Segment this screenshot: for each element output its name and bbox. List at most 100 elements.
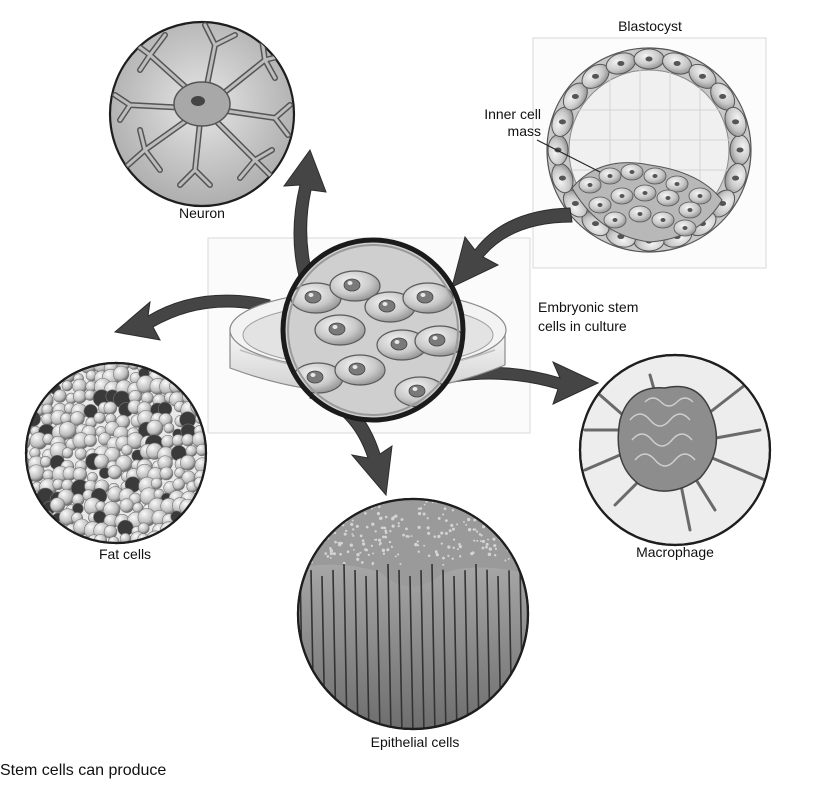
- epithelial-surface-dot: [299, 548, 303, 552]
- epithelial-surface-dot: [517, 513, 520, 516]
- fat-cell: [181, 524, 195, 538]
- epithelial-surface-dot: [337, 543, 342, 547]
- macrophage-circle: [578, 353, 772, 547]
- epithelial-surface-dot: [448, 529, 452, 533]
- fat-cell: [26, 512, 32, 526]
- epithelial-surface-dot: [414, 542, 418, 547]
- epithelial-surface-dot: [516, 511, 520, 515]
- epithelial-surface-dot: [440, 531, 444, 535]
- caption-text: Stem cells can produce: [0, 762, 167, 779]
- epithelial-surface-dot: [333, 500, 337, 504]
- fat-cell: [49, 497, 66, 513]
- epithelial-surface-dot: [453, 499, 457, 503]
- epithelial-surface-dot: [435, 551, 438, 554]
- epithelial-surface-dot: [532, 505, 535, 508]
- fat-cell: [150, 477, 163, 490]
- epithelial-surface-dot: [339, 552, 342, 556]
- arrow-to-fat-cells: [113, 294, 271, 341]
- epithelial-surface-dot: [329, 557, 332, 559]
- epithelial-surface-dot: [476, 539, 479, 542]
- epithelial-surface-dot: [360, 561, 364, 564]
- epithelial-surface-dot: [523, 513, 527, 517]
- fat-cell: [119, 498, 135, 513]
- epithelial-surface-dot: [524, 535, 528, 538]
- fat-cell: [61, 380, 73, 392]
- fat-cell: [26, 381, 31, 392]
- epithelial-surface-dot: [427, 531, 431, 535]
- trophoblast-nucleus: [719, 94, 727, 100]
- fat-cell: [61, 447, 74, 459]
- epithelial-surface-dot: [437, 534, 441, 539]
- epithelial-surface-dot: [394, 514, 398, 518]
- fat-cell: [194, 366, 206, 381]
- stem-cell-highlight: [308, 293, 314, 297]
- macrophage-label: Macrophage: [636, 544, 714, 560]
- fat-cell: [27, 507, 45, 526]
- epithelial-column: [442, 569, 447, 729]
- fat-cell: [74, 447, 87, 461]
- inner-mass-nucleus: [687, 208, 693, 212]
- epithelial-surface-dot: [307, 545, 310, 548]
- epithelial-surface-dot: [471, 504, 475, 508]
- epithelial-surface-dot: [306, 557, 310, 561]
- epithelial-surface-dot: [308, 538, 312, 543]
- epithelial-surface-dot: [321, 499, 324, 502]
- epithelial-column: [387, 563, 392, 729]
- epithelial-surface-dot: [386, 548, 390, 552]
- epithelial-surface-dot: [440, 542, 443, 545]
- fat-cell: [26, 403, 30, 416]
- epithelial-surface-dot: [465, 499, 469, 502]
- epithelial-surface-dot: [301, 523, 305, 527]
- epithelial-surface-dot: [356, 557, 360, 561]
- fat-cell: [182, 376, 199, 393]
- arrow-from-blastocyst: [451, 207, 573, 288]
- epithelial-surface-dot: [372, 552, 375, 555]
- fat-cell: [93, 411, 106, 424]
- fat-cell: [185, 363, 200, 372]
- epithelial-surface-dot: [382, 535, 385, 539]
- epithelial-surface-dot: [525, 536, 528, 540]
- epithelial-surface-dot: [467, 528, 472, 532]
- epithelial-surface-dot: [374, 530, 377, 533]
- inner-cell-mass-pointer: [536, 139, 601, 173]
- epithelial-column: [365, 575, 370, 729]
- caption-clipped: Stem cells can produce: [0, 760, 240, 780]
- stem-cell-nucleus: [348, 362, 366, 376]
- stem-cell-nucleus: [328, 322, 346, 336]
- epithelial-surface-dot: [384, 515, 388, 519]
- epithelial-column: [398, 569, 403, 729]
- epithelial-surface-dot: [397, 553, 400, 556]
- epithelial-surface-dot: [302, 530, 306, 534]
- magnified-culture-lens: [280, 237, 466, 423]
- fat-cell: [185, 367, 198, 380]
- fat-cell: [168, 363, 185, 373]
- epithelial-surface-dot: [476, 530, 479, 533]
- epithelial-surface-dot: [522, 532, 526, 535]
- epithelial-surface-dot: [322, 536, 325, 540]
- epithelial-surface-dot: [522, 548, 526, 552]
- epithelial-surface-dot: [470, 552, 474, 556]
- stem-cell-highlight: [347, 281, 353, 285]
- inner-mass-nucleus: [607, 174, 613, 178]
- fat-cell: [62, 363, 78, 371]
- trophoblast-nucleus: [558, 119, 566, 125]
- epithelial-surface-dot: [308, 504, 312, 509]
- epithelial-surface-dot: [371, 563, 374, 566]
- epithelial-surface-dot: [400, 518, 404, 521]
- epithelial-surface-dot: [384, 535, 388, 539]
- epithelial-surface-dot: [390, 545, 394, 548]
- fat-cell: [103, 401, 117, 415]
- epithelial-surface-dot: [425, 500, 428, 503]
- epithelial-surface-dot: [306, 558, 310, 562]
- epithelial-surface-dot: [442, 513, 445, 516]
- epithelial-surface-dot: [484, 509, 487, 513]
- epithelial-surface-dot: [379, 541, 382, 545]
- fat-cell: [121, 444, 133, 456]
- fat-cell: [26, 532, 32, 543]
- fat-cell: [29, 519, 45, 535]
- epithelial-surface-dot: [493, 554, 497, 557]
- inner-mass-nucleus: [587, 183, 593, 187]
- fat-cell: [27, 392, 41, 406]
- fat-cell: [26, 366, 32, 383]
- inner-mass-nucleus: [665, 196, 671, 200]
